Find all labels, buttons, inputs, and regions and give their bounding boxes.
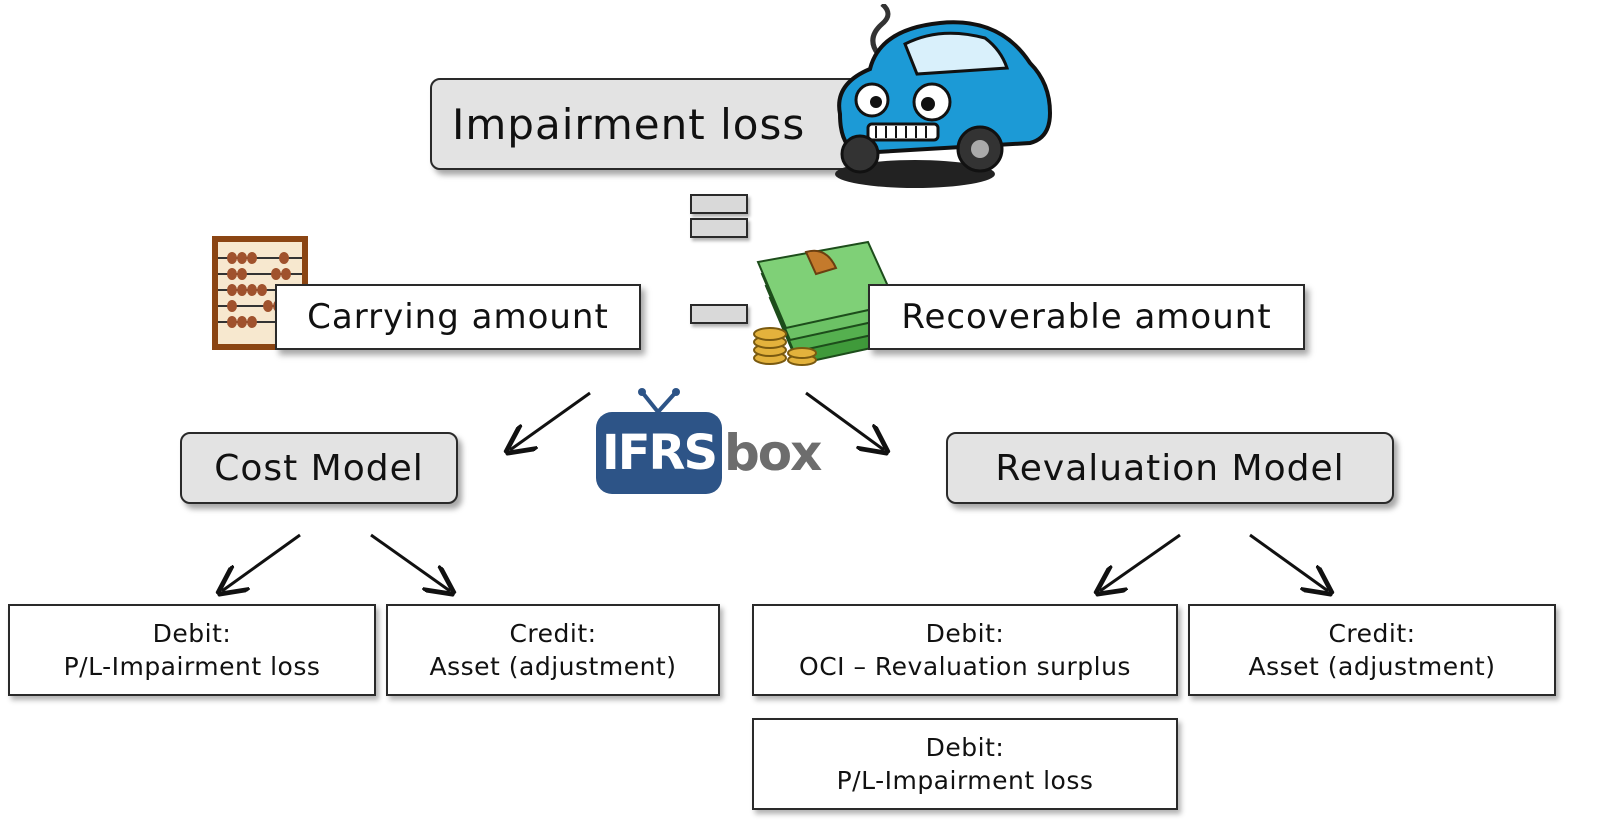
ifrsbox-logo: IFRS box bbox=[596, 388, 822, 498]
entry-head: Credit: bbox=[509, 619, 597, 648]
arrow-cost-to-debit bbox=[222, 533, 301, 591]
entry-body: Asset (adjustment) bbox=[429, 652, 677, 681]
logo-box-text: box bbox=[724, 424, 822, 482]
minus-sign bbox=[690, 304, 748, 324]
recoverable-amount-node: Recoverable amount bbox=[868, 284, 1305, 350]
entry-head: Debit: bbox=[925, 619, 1005, 648]
cost-credit-entry: Credit: Asset (adjustment) bbox=[386, 604, 720, 696]
arrow-reval-to-credit bbox=[1249, 533, 1328, 591]
arrow-to-revaluation-model bbox=[805, 391, 884, 450]
revaluation-model-node: Revaluation Model bbox=[946, 432, 1394, 504]
entry-head: Debit: bbox=[152, 619, 232, 648]
entry-body: OCI – Revaluation surplus bbox=[799, 652, 1131, 681]
recoverable-amount-label: Recoverable amount bbox=[901, 297, 1272, 337]
entry-body: P/L-Impairment loss bbox=[836, 766, 1094, 795]
reval-debit-pl-entry: Debit: P/L-Impairment loss bbox=[752, 718, 1178, 810]
carrying-amount-label: Carrying amount bbox=[307, 297, 609, 337]
reval-credit-entry: Credit: Asset (adjustment) bbox=[1188, 604, 1556, 696]
tv-antenna-icon bbox=[638, 388, 680, 414]
entry-body: P/L-Impairment loss bbox=[63, 652, 321, 681]
title-node: Impairment loss bbox=[430, 78, 860, 170]
cost-debit-entry: Debit: P/L-Impairment loss bbox=[8, 604, 376, 696]
title-label: Impairment loss bbox=[452, 99, 806, 149]
logo-ifrs-text: IFRS bbox=[601, 425, 718, 481]
arrow-cost-to-credit bbox=[370, 533, 450, 591]
reval-debit-oci-entry: Debit: OCI – Revaluation surplus bbox=[752, 604, 1178, 696]
ifrs-screen: IFRS bbox=[596, 412, 722, 494]
equals-sign-bottom bbox=[690, 218, 748, 238]
arrow-reval-to-debit bbox=[1100, 533, 1181, 591]
entry-head: Credit: bbox=[1328, 619, 1416, 648]
entry-body: Asset (adjustment) bbox=[1248, 652, 1496, 681]
equals-sign-top bbox=[690, 194, 748, 214]
cost-model-node: Cost Model bbox=[180, 432, 458, 504]
entry-head: Debit: bbox=[925, 733, 1005, 762]
money-icon bbox=[753, 240, 910, 366]
arrow-to-cost-model bbox=[510, 391, 591, 450]
carrying-amount-node: Carrying amount bbox=[275, 284, 641, 350]
revaluation-model-label: Revaluation Model bbox=[995, 447, 1345, 489]
cost-model-label: Cost Model bbox=[214, 447, 424, 489]
car-icon bbox=[835, 4, 1053, 188]
